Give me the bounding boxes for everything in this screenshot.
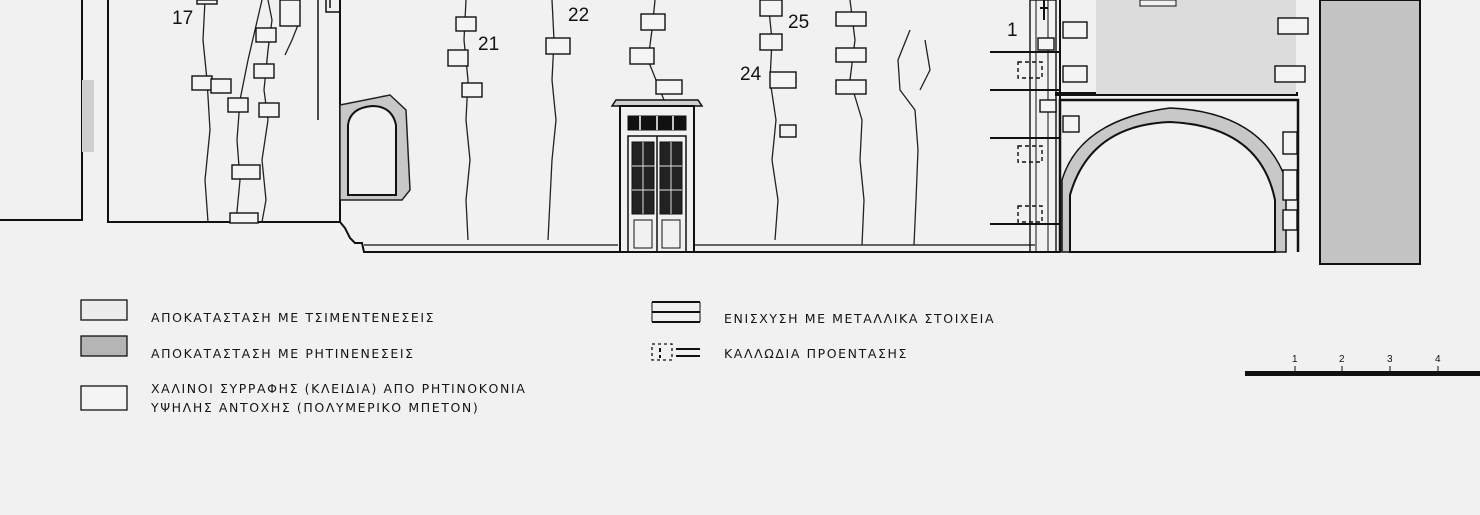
swatch-cement: [80, 299, 128, 321]
label-24: 24: [740, 64, 762, 85]
legend-metal-label: ΕΝΙΣΧΥΣΗ ΜΕ ΜΕΤΑΛΛΙΚΑ ΣΤΟΙΧΕΙΑ: [724, 311, 996, 326]
label-1: 1: [1007, 20, 1018, 41]
swatch-cables: [651, 343, 700, 361]
legend-stitch-label-2: ΥΨΗΛΗΣ ΑΝΤΟΧΗΣ (ΠΟΛΥΜΕΡΙΚΟ ΜΠΕΤΟΝ): [151, 400, 480, 415]
legend-cement-label: ΑΠΟΚΑΤΑΣΤΑΣΗ ΜΕ ΤΣΙΜΕΝΤΕΝΕΣΕΙΣ: [151, 310, 436, 325]
left-wall: [0, 0, 94, 221]
scale-tick-2: 2: [1339, 354, 1345, 365]
door: [610, 99, 704, 253]
window-opening: [339, 94, 411, 201]
label-17: 17: [172, 8, 193, 29]
label-25: 25: [788, 12, 809, 33]
scale-tick-4: 4: [1435, 354, 1441, 365]
swatch-resin: [80, 335, 128, 357]
legend-cables-label: ΚΑΛΛΩΔΙΑ ΠΡΟΕΝΤΑΣΗΣ: [724, 346, 908, 361]
label-22: 22: [568, 5, 589, 26]
swatch-metal: [651, 301, 701, 323]
legend-stitch-label-1: ΧΑΛΙΝΟΙ ΣΥΡΡΑΦΗΣ (ΚΛΕΙΔΙΑ) ΑΠΟ ΡΗΤΙΝΟΚΟΝ…: [151, 381, 527, 396]
scale-bar: 1 2 3 4: [1245, 354, 1480, 376]
label-21: 21: [478, 34, 499, 55]
legend-swatches: [80, 299, 701, 411]
scale-tick-3: 3: [1387, 354, 1393, 365]
cracks: [202, 0, 931, 246]
swatch-stitch: [80, 385, 128, 411]
legend-resin-label: ΑΠΟΚΑΤΑΣΤΑΣΗ ΜΕ ΡΗΤΙΝΕΝΕΣΕΙΣ: [151, 346, 415, 361]
crack-labels: 17 21 22 25 24 1: [172, 5, 1018, 85]
metal-ties: [990, 0, 1060, 253]
stitch-keys: [191, 0, 1309, 231]
right-pier: [1096, 0, 1421, 265]
scale-tick-1: 1: [1292, 354, 1298, 365]
arch-opening: [1061, 107, 1287, 253]
left-tower: [325, 0, 340, 13]
